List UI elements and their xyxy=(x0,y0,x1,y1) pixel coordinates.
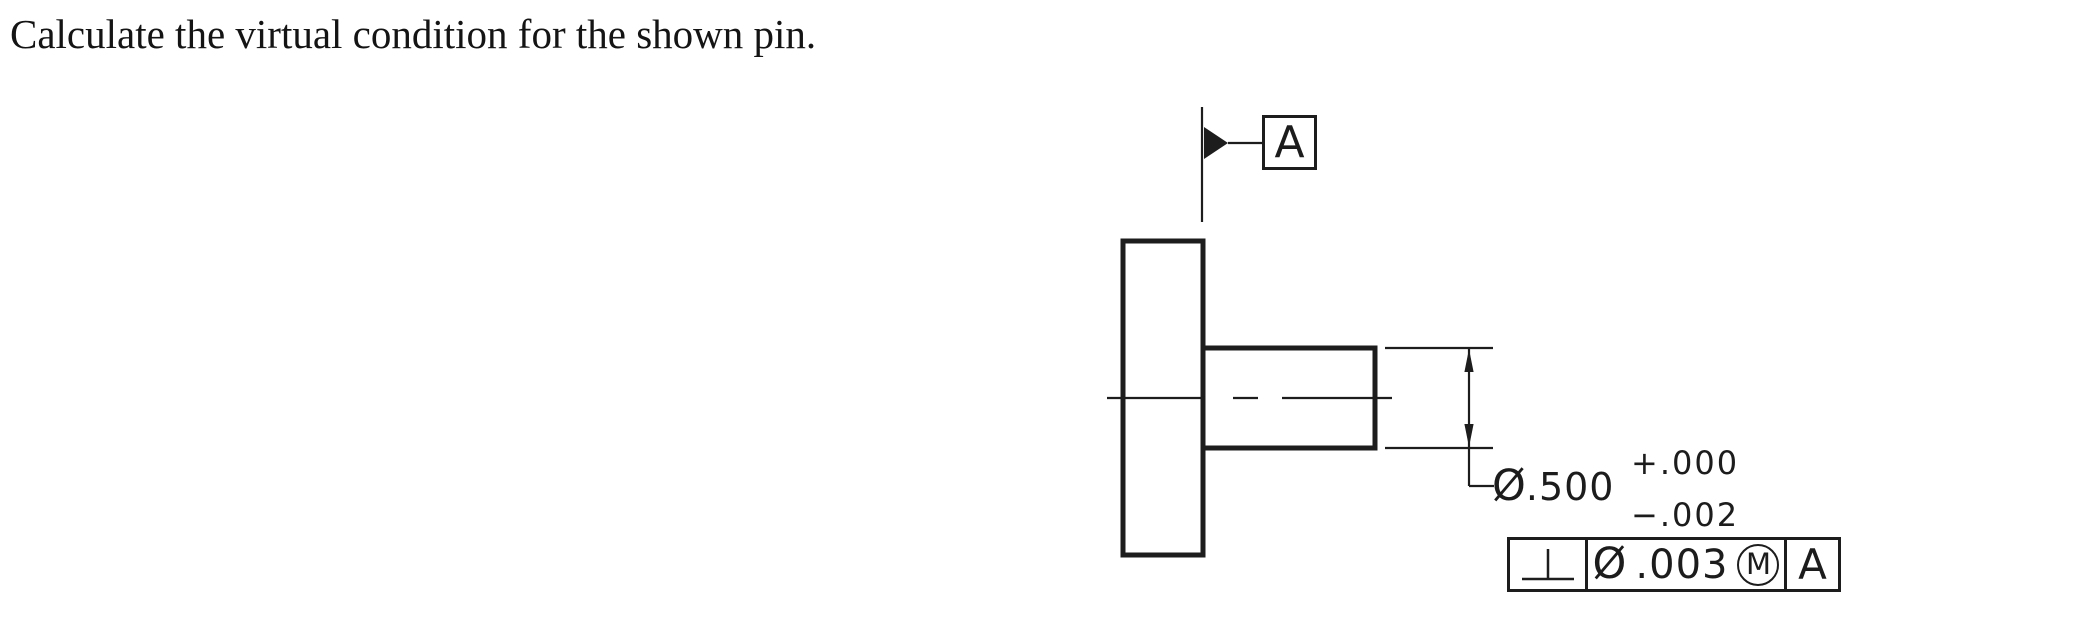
datum-flag-label: A xyxy=(1274,116,1305,168)
size-dimension: Ø.500 xyxy=(1492,465,1614,508)
fcf-diameter-symbol: Ø xyxy=(1592,539,1627,589)
perpendicularity-icon xyxy=(1521,548,1574,580)
datum-flag-box: A xyxy=(1262,115,1317,170)
question-text: Calculate the virtual condition for the … xyxy=(10,11,817,57)
diameter-symbol: Ø xyxy=(1492,461,1526,511)
fcf-datum-reference: A xyxy=(1798,540,1827,589)
feature-control-frame: Ø .003 M A xyxy=(1507,537,1841,592)
arrowhead-down-icon xyxy=(1464,424,1474,447)
dimension-value: .500 xyxy=(1525,465,1615,509)
datum-triangle-icon xyxy=(1204,127,1228,159)
fcf-geometric-symbol-cell xyxy=(1510,540,1588,589)
lower-tolerance: −.002 xyxy=(1631,496,1740,534)
mmc-modifier-letter: M xyxy=(1745,547,1771,581)
fcf-tolerance-value: .003 xyxy=(1635,541,1729,588)
mmc-modifier-icon: M xyxy=(1737,543,1780,586)
fcf-tolerance-cell: Ø .003 M xyxy=(1588,540,1787,589)
arrowhead-up-icon xyxy=(1464,349,1474,372)
upper-tolerance: +.000 xyxy=(1631,444,1740,482)
fcf-datum-reference-cell: A xyxy=(1787,540,1838,589)
